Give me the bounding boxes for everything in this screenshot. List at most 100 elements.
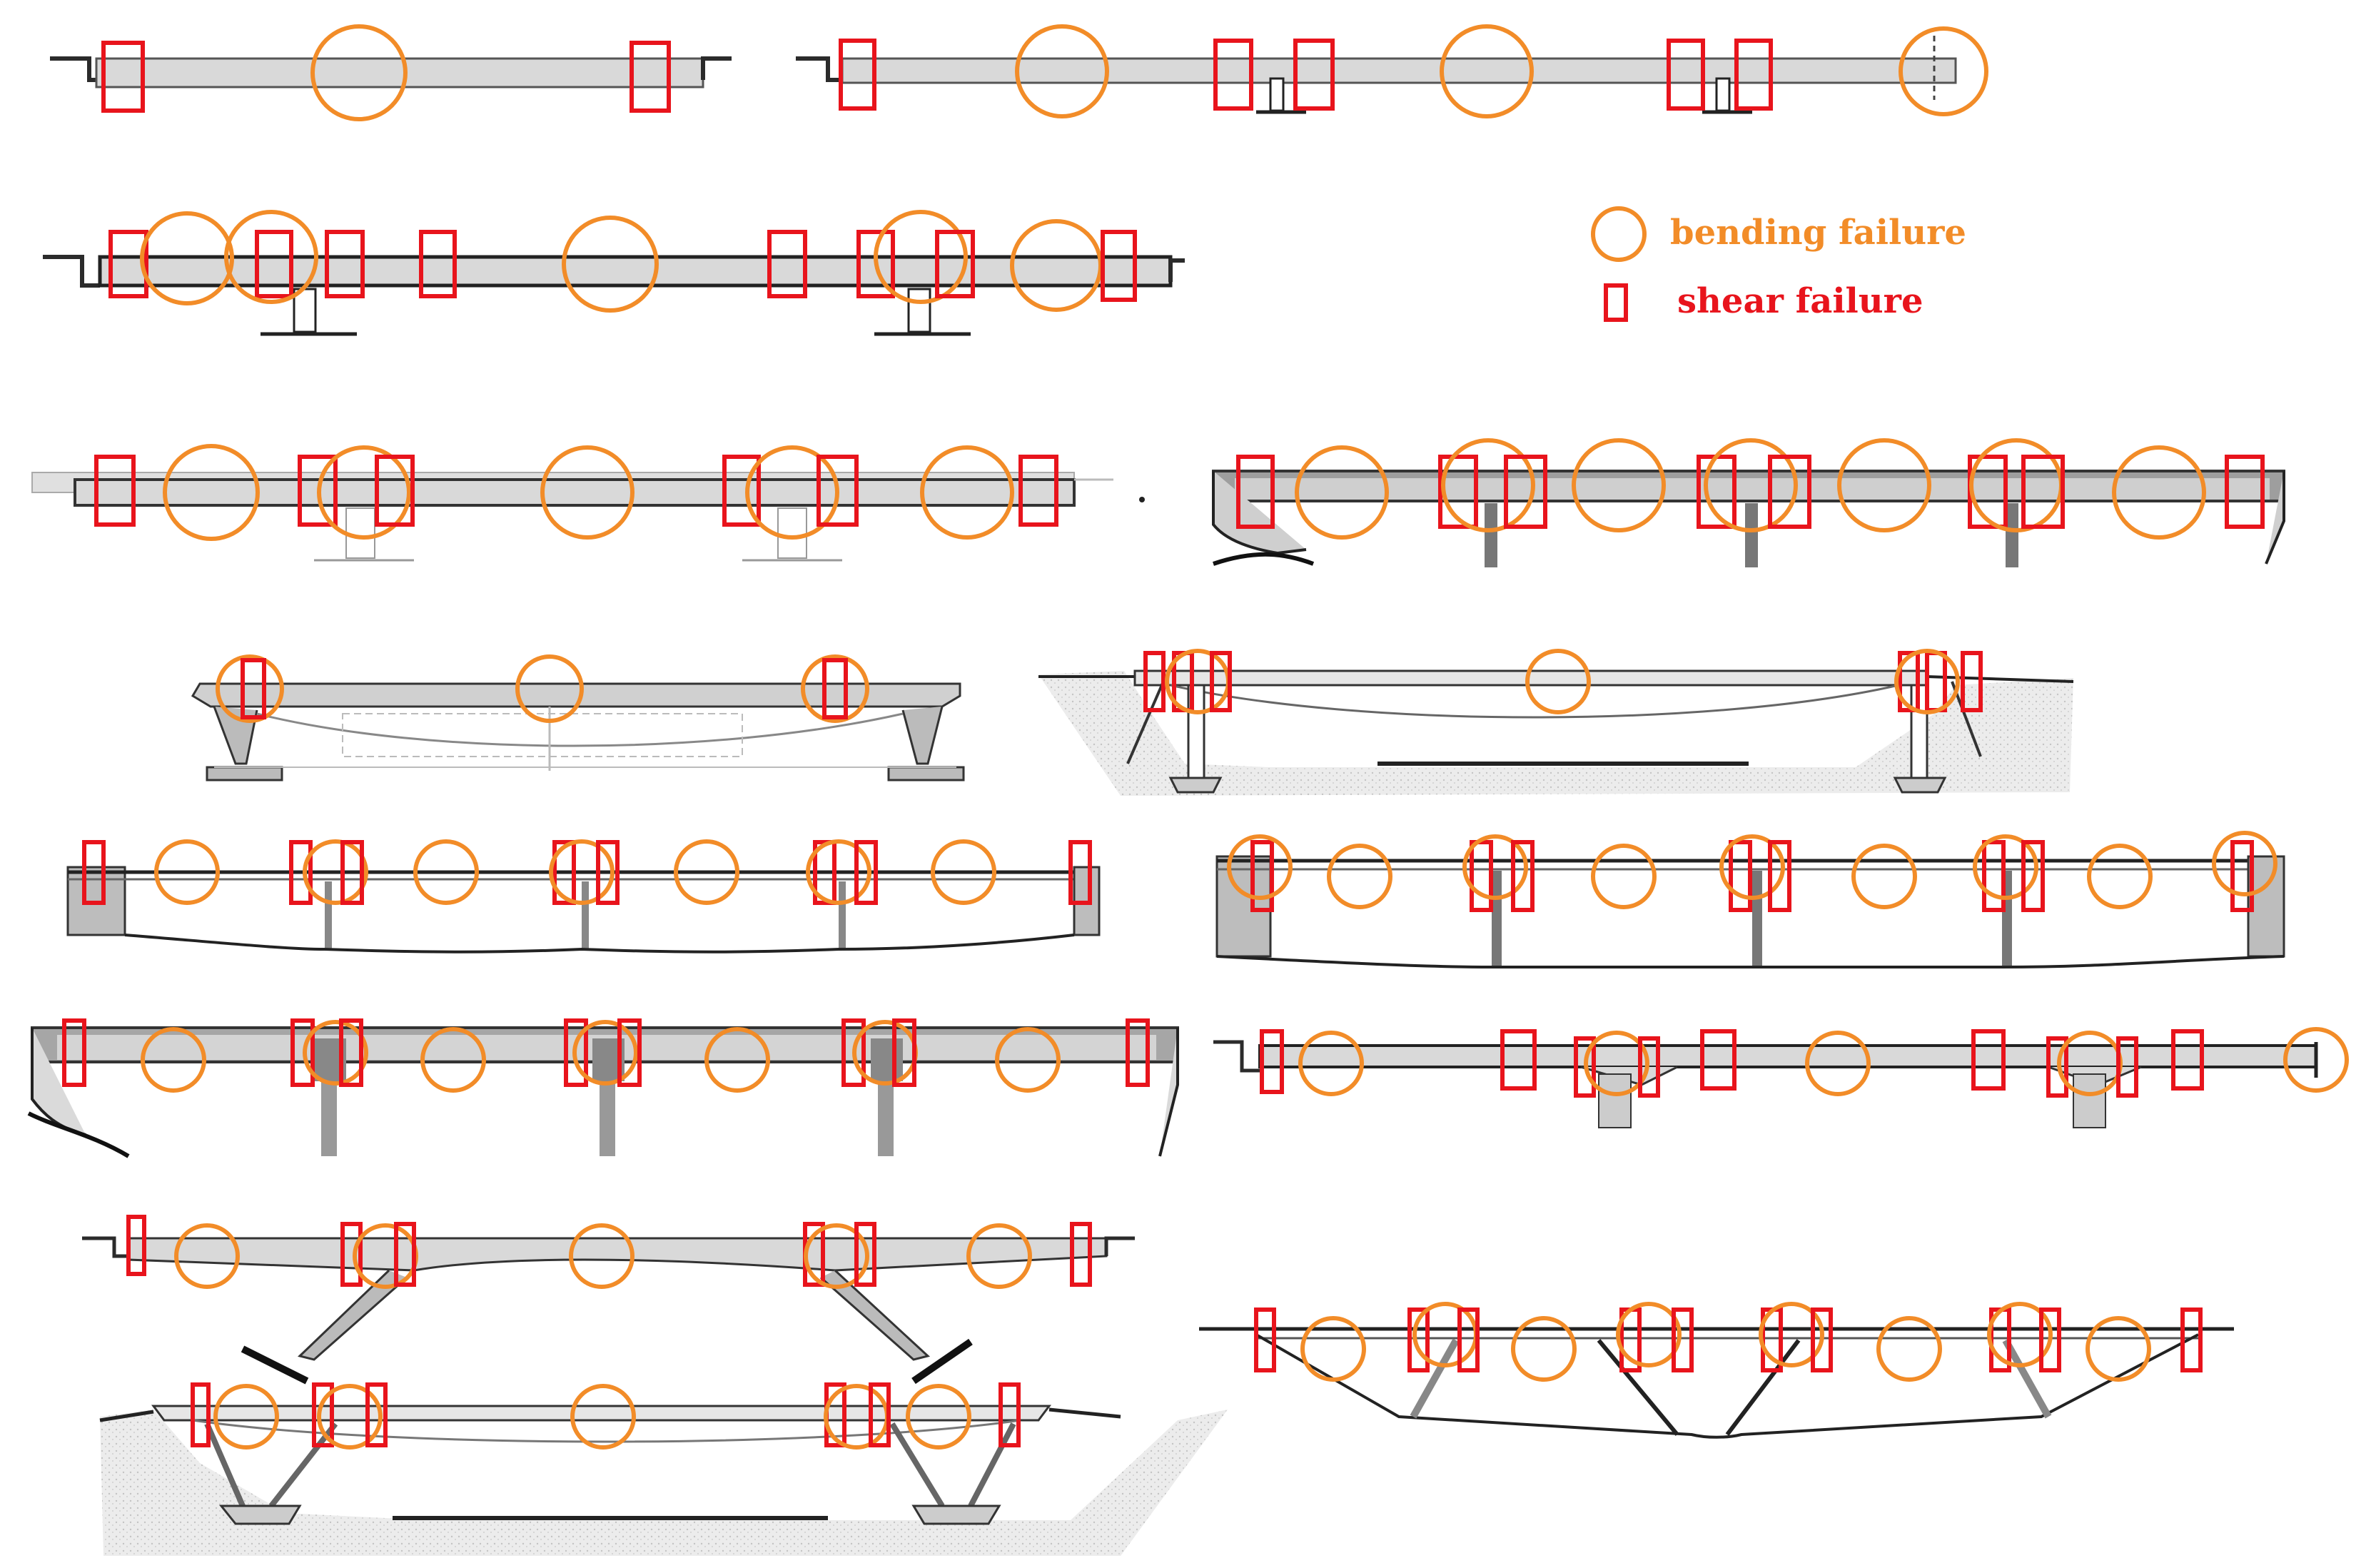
- shear-failure-marker: [298, 455, 338, 527]
- bending-failure-marker: [745, 445, 839, 540]
- bending-failure-marker: [174, 1223, 240, 1289]
- shear-failure-marker: [1729, 840, 1752, 912]
- bridge-row6-right: [1213, 1040, 2318, 1128]
- bending-failure-marker: [2112, 445, 2206, 540]
- shear-failure-marker: [1700, 1029, 1736, 1091]
- bending-failure-marker: [1441, 438, 1535, 532]
- bending-failure-marker: [549, 839, 615, 905]
- shear-failure-marker: [935, 230, 975, 298]
- bending-failure-marker: [572, 1020, 638, 1086]
- bending-failure-marker: [966, 1223, 1032, 1289]
- shear-failure-marker: [1672, 1307, 1694, 1372]
- shear-failure-marker: [94, 455, 136, 527]
- bending-failure-marker: [317, 445, 411, 540]
- bending-failure-marker: [1719, 834, 1785, 900]
- bending-failure-marker: [420, 1027, 486, 1093]
- shear-failure-marker: [999, 1382, 1021, 1447]
- bending-failure-marker: [216, 654, 284, 723]
- shear-failure-marker: [2171, 1029, 2204, 1091]
- shear-failure-marker: [365, 1382, 388, 1447]
- shear-failure-marker: [564, 1018, 588, 1087]
- bending-failure-marker: [303, 839, 368, 905]
- shear-failure-marker: [1768, 455, 1811, 529]
- bending-failure-marker: [140, 211, 234, 305]
- shear-failure-marker: [1101, 230, 1137, 302]
- shear-failure-marker: [2225, 455, 2265, 529]
- bending-failure-marker: [1759, 1302, 1824, 1367]
- shear-failure-marker: [1971, 1029, 2006, 1091]
- shear-failure-marker: [854, 840, 878, 905]
- bending-failure-marker: [303, 1020, 368, 1086]
- shear-failure-marker: [1574, 1036, 1596, 1098]
- shear-failure-marker: [1236, 455, 1275, 529]
- legend-shear-label: shear failure: [1677, 281, 1923, 321]
- shear-failure-marker: [1260, 1029, 1284, 1094]
- shear-failure-marker: [1500, 1029, 1537, 1091]
- shear-failure-marker: [1734, 39, 1773, 111]
- shear-failure-marker: [1667, 39, 1705, 111]
- shear-failure-marker: [340, 840, 364, 905]
- bending-failure-marker: [674, 839, 739, 905]
- shear-failure-marker: [394, 1222, 416, 1287]
- shear-failure-marker: [108, 230, 148, 298]
- bending-failure-marker: [1805, 1031, 1871, 1096]
- bending-failure-marker: [804, 1223, 869, 1289]
- bending-failure-marker: [2086, 1316, 2151, 1382]
- shear-failure-marker: [1126, 1018, 1150, 1087]
- bending-failure-marker: [1327, 844, 1392, 909]
- bending-failure-marker: [920, 445, 1014, 540]
- shear-failure-marker: [1811, 1307, 1833, 1372]
- bending-failure-marker: [1616, 1302, 1682, 1367]
- shear-failure-marker: [1293, 39, 1335, 111]
- shear-failure-marker: [767, 230, 807, 298]
- shear-failure-marker: [1070, 1222, 1092, 1287]
- shear-failure-marker: [289, 840, 313, 905]
- shear-failure-marker: [241, 658, 266, 719]
- shear-failure-marker: [822, 658, 848, 719]
- shear-failure-marker: [2230, 840, 2254, 912]
- bending-failure-marker: [317, 1384, 383, 1450]
- shear-failure-marker: [1250, 840, 1274, 912]
- bridge-three-span-joints: [796, 36, 1957, 114]
- shear-failure-marker: [1961, 651, 1983, 712]
- shear-failure-marker: [1638, 1036, 1660, 1098]
- bending-failure-marker: [1227, 834, 1293, 900]
- bending-failure-marker: [1704, 438, 1798, 532]
- bending-failure-marker: [1591, 844, 1657, 909]
- shear-failure-marker: [630, 41, 671, 113]
- bending-failure-marker: [1899, 26, 1988, 116]
- shear-failure-marker: [82, 840, 106, 905]
- shear-failure-marker: [101, 41, 145, 113]
- bridge-row3-right: [1212, 470, 2285, 567]
- bending-failure-marker: [163, 444, 260, 541]
- shear-failure-marker: [1470, 840, 1493, 912]
- bridge-single-span: [50, 56, 732, 88]
- bending-failure-marker: [874, 210, 968, 304]
- bending-failure-marker: [1876, 1316, 1942, 1382]
- bending-failure-marker: [1525, 649, 1591, 714]
- bending-failure-marker: [1572, 438, 1666, 532]
- circle-marker-icon: [1591, 206, 1647, 262]
- shear-failure-marker: [290, 1018, 315, 1087]
- bending-failure-marker: [801, 654, 869, 723]
- shear-failure-marker: [1068, 840, 1092, 905]
- bending-failure-marker: [1973, 834, 2038, 900]
- shear-failure-marker: [1407, 1307, 1430, 1372]
- bending-failure-marker: [1987, 1302, 2053, 1367]
- bending-failure-marker: [995, 1027, 1061, 1093]
- legend: bending failure shear failure: [1591, 206, 1966, 322]
- legend-bending-label: bending failure: [1670, 213, 1966, 253]
- shear-failure-marker: [325, 230, 365, 298]
- bending-failure-marker: [2283, 1027, 2349, 1093]
- shear-failure-marker: [854, 1222, 876, 1287]
- shear-failure-marker: [839, 39, 876, 111]
- shear-failure-marker: [2116, 1036, 2138, 1098]
- bending-failure-marker: [569, 1223, 635, 1289]
- shear-failure-marker: [817, 455, 859, 527]
- bending-failure-marker: [413, 839, 479, 905]
- bending-failure-marker: [1298, 1031, 1364, 1096]
- bridge-portal-span: [191, 682, 965, 782]
- bridge-row3-left: [31, 472, 1145, 562]
- shear-failure-marker: [126, 1215, 146, 1276]
- shear-failure-marker: [617, 1018, 642, 1087]
